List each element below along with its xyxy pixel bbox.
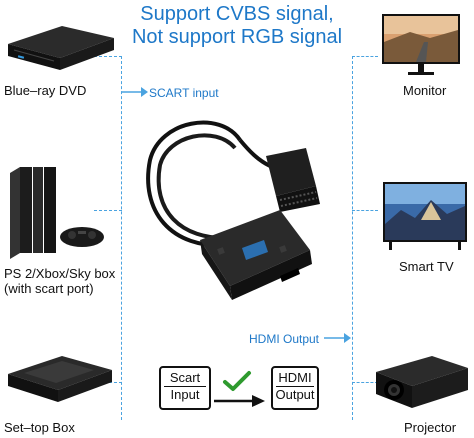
connector-tick — [352, 56, 378, 57]
input-arrow-icon — [121, 87, 148, 97]
headline-line-2: Not support RGB signal — [131, 26, 343, 48]
connector-tick — [94, 56, 122, 57]
console-label-line-1: PS 2/Xbox/Sky box — [4, 266, 116, 281]
bluray-player-image — [8, 26, 114, 70]
connector-tick — [94, 210, 122, 211]
projector-image — [376, 356, 468, 408]
projector-label: Projector — [404, 420, 457, 435]
connector-tick — [352, 210, 378, 211]
scart-box-bottom-label: Input — [170, 387, 200, 402]
hdmi-output-box: HDMI Output — [271, 366, 319, 410]
bluray-label: Blue–ray DVD — [4, 83, 87, 98]
scart-box-divider — [164, 386, 206, 387]
scart-box-top-label: Scart — [169, 370, 201, 385]
left-connector-line — [121, 56, 122, 420]
scart-input-box: Scart Input — [159, 366, 211, 410]
scart-input-label: SCART input — [149, 86, 219, 100]
smart-tv-image — [383, 182, 467, 250]
right-connector-line — [352, 56, 353, 420]
settop-box-image — [8, 356, 112, 402]
hdmi-output-label: HDMI Output — [249, 332, 320, 346]
connector-tick — [352, 382, 378, 383]
hdmi-box-top-label: HDMI — [278, 370, 312, 385]
game-console-image — [10, 167, 104, 259]
flow-arrow-icon — [214, 395, 265, 407]
console-label-line-2: (with scart port) — [4, 281, 94, 296]
scart-hdmi-adapter-image — [146, 120, 320, 300]
monitor-label: Monitor — [403, 83, 447, 98]
output-arrow-icon — [324, 333, 351, 343]
hdmi-box-divider — [276, 386, 314, 387]
headline-line-1: Support CVBS signal, — [140, 3, 334, 25]
hdmi-box-bottom-label: Output — [275, 387, 315, 402]
smart-tv-label: Smart TV — [399, 259, 454, 274]
checkmark-icon — [223, 371, 251, 391]
settop-label: Set–top Box — [4, 420, 75, 435]
monitor-image — [382, 14, 460, 75]
